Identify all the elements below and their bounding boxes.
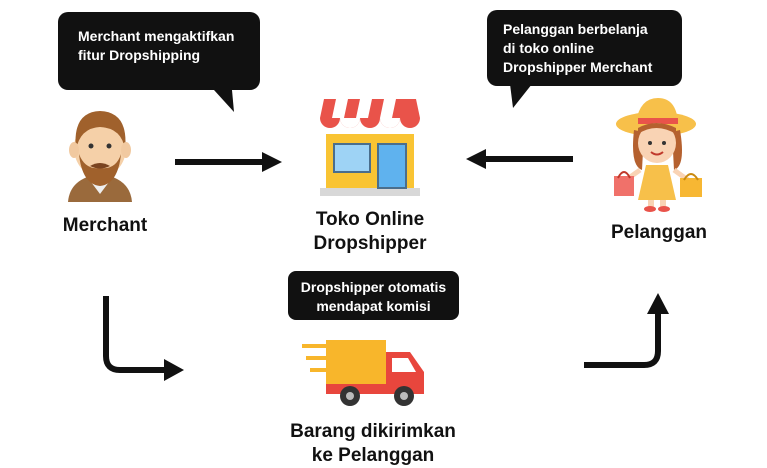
- delivery-label-line-1: Barang dikirimkan: [290, 421, 456, 442]
- merchant-label: Merchant: [62, 215, 148, 236]
- merchant-bubble-line-1: Merchant mengaktifkan: [78, 28, 235, 44]
- delivery-label-line-2: ke Pelanggan: [311, 445, 435, 466]
- customer-bubble-line-1: Pelanggan berbelanja: [503, 21, 648, 37]
- store-label-line-1: Toko Online: [315, 209, 425, 230]
- store-label: Toko Online Dropshipper: [290, 208, 450, 256]
- store-label-line-2: Dropshipper: [313, 233, 427, 254]
- merchant-man-icon: [68, 111, 132, 202]
- shop-store-icon: [320, 99, 420, 196]
- customer-info-bubble: Pelanggan berbelanja di toko online Drop…: [487, 10, 682, 86]
- arrow-delivery-to-customer: [584, 293, 669, 368]
- merchant-bubble-tail: [214, 90, 234, 112]
- merchant-bubble-line-2: fitur Dropshipping: [78, 47, 201, 63]
- commission-bubble-line-1: Dropshipper otomatis: [300, 279, 447, 295]
- arrow-merchant-to-store: [175, 152, 282, 172]
- customer-bubble-tail: [510, 84, 532, 108]
- commission-bubble-line-2: mendapat komisi: [316, 298, 431, 314]
- shopping-woman-icon: [614, 98, 702, 212]
- customer-bubble-line-3: Dropshipper Merchant: [503, 59, 653, 75]
- customer-bubble-line-2: di toko online: [503, 40, 594, 56]
- customer-label: Pelanggan: [610, 222, 708, 243]
- merchant-info-bubble: Merchant mengaktifkan fitur Dropshipping: [58, 12, 260, 90]
- arrow-merchant-to-delivery: [103, 296, 184, 381]
- delivery-truck-icon: [302, 340, 424, 406]
- commission-info-bubble: Dropshipper otomatis mendapat komisi: [288, 271, 459, 320]
- arrow-customer-to-store: [466, 149, 573, 169]
